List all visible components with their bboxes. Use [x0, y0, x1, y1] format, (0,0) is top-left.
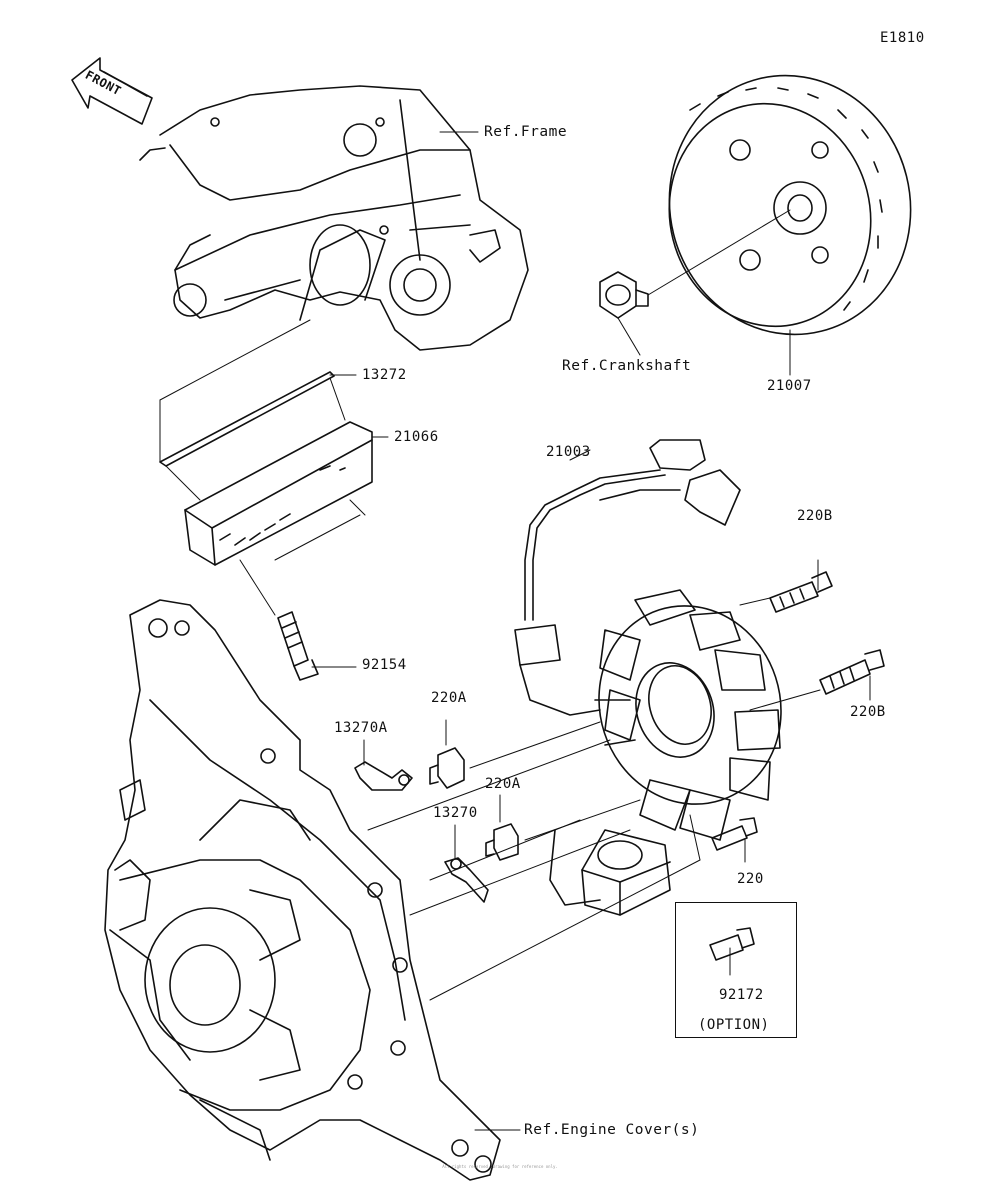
front-arrow-icon: [71, 57, 153, 125]
part-label-13270: 13270: [433, 805, 478, 821]
part-label-21003: 21003: [546, 444, 591, 460]
part-label-92172: 92172: [719, 987, 764, 1003]
bolt-220B-top: [769, 571, 833, 613]
part-label-220: 220: [737, 871, 764, 887]
collar-220A-lower: [485, 823, 519, 861]
part-label-220A-upper: 220A: [431, 690, 467, 706]
plate-part-13272: [159, 371, 335, 467]
clamp-13270A: [354, 761, 413, 791]
pickup-harness-21003: [514, 439, 741, 906]
part-label-220B-right: 220B: [850, 704, 886, 720]
part-label-21007: 21007: [767, 378, 812, 394]
frame-part: [139, 85, 529, 351]
part-label-21066: 21066: [394, 429, 439, 445]
bolt-220: [711, 817, 758, 851]
rotor-part: [668, 74, 912, 336]
option-box: 92172 (OPTION): [675, 902, 797, 1038]
clamp-13270: [444, 857, 489, 903]
part-label-92154: 92154: [362, 657, 407, 673]
part-label-13270A: 13270A: [334, 720, 388, 736]
leader-lines: [159, 131, 871, 1131]
ref-engine-cover-label: Ref.Engine Cover(s): [524, 1122, 700, 1138]
collar-220A-upper: [429, 747, 465, 789]
engine-cover-part: [104, 599, 501, 1181]
sensor-bracket: [581, 829, 671, 916]
bolt-92154: [277, 611, 319, 681]
diagram-code: E1810: [880, 30, 925, 46]
bolt-220B-right: [819, 649, 885, 695]
regulator-part-21066: [184, 421, 373, 566]
ref-crankshaft-label: Ref.Crankshaft: [562, 358, 692, 374]
bolt-92172: [709, 927, 755, 961]
copyright-fine-print: All rights reserved. Drawing for referen…: [442, 1164, 558, 1169]
crankshaft-nut: [599, 271, 649, 319]
part-label-220A-lower: 220A: [485, 776, 521, 792]
option-label: (OPTION): [698, 1017, 770, 1033]
stator-part: [594, 589, 782, 841]
ref-frame-label: Ref.Frame: [484, 124, 568, 140]
part-label-220B-top: 220B: [797, 508, 833, 524]
part-label-13272: 13272: [362, 367, 407, 383]
